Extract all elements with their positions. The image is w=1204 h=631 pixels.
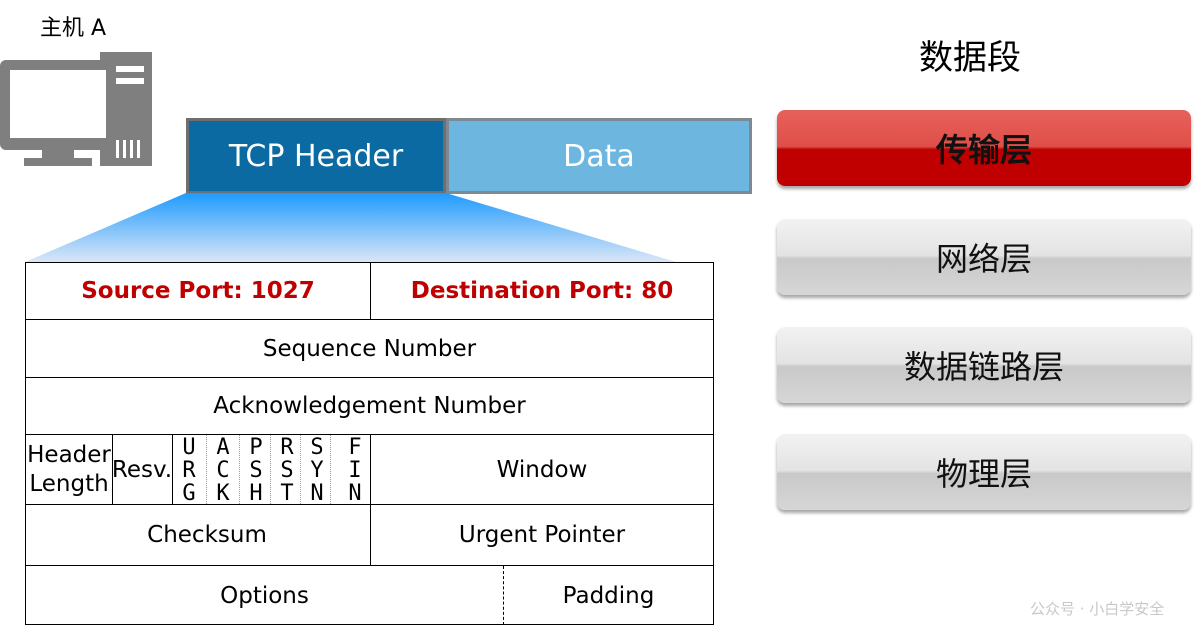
flag-letter: C — [216, 458, 230, 483]
flag-divider — [270, 435, 271, 504]
layer-data-link: 数据链路层 — [777, 327, 1191, 403]
destination-port: Destination Port: 80 — [410, 278, 674, 304]
options-row: Options Padding — [26, 566, 713, 625]
flag-letter: A — [216, 435, 230, 460]
flag-letter: H — [249, 481, 263, 504]
tcp-header-table: Source Port: 1027 Destination Port: 80 S… — [25, 262, 714, 625]
flag-letter: N — [310, 481, 324, 504]
flag-divider — [330, 435, 331, 504]
sequence-row: Sequence Number — [26, 320, 713, 378]
flag-letter: N — [348, 481, 362, 504]
flag-divider — [206, 435, 207, 504]
flag-letter: F — [348, 435, 362, 460]
tcp-header-label: TCP Header — [228, 138, 404, 174]
flag-letter: S — [280, 458, 294, 483]
checksum-field: Checksum — [147, 522, 267, 548]
layer-network: 网络层 — [777, 219, 1191, 295]
acknowledgement-number: Acknowledgement Number — [213, 393, 526, 419]
flag-letter: S — [249, 458, 263, 483]
flag-letter: I — [348, 458, 362, 483]
sequence-number: Sequence Number — [262, 335, 477, 362]
flag-divider — [300, 435, 301, 504]
checksum-row: Checksum Urgent Pointer — [26, 505, 713, 566]
computer-icon — [0, 52, 152, 166]
layer-physical: 物理层 — [777, 434, 1191, 510]
header-length: Header Length — [27, 441, 111, 497]
flag-letter: K — [216, 481, 230, 504]
source-port: Source Port: 1027 — [81, 278, 315, 304]
ports-row: Source Port: 1027 Destination Port: 80 — [26, 263, 713, 320]
acknowledgement-row: Acknowledgement Number — [26, 378, 713, 435]
data-block: Data — [446, 118, 752, 194]
padding-field: Padding — [562, 582, 655, 609]
options-field: Options — [220, 582, 309, 609]
watermark: 公众号 · 小白学安全 — [1030, 600, 1165, 618]
flag-letter: R — [182, 458, 196, 483]
reserved-field: Resv. — [111, 456, 173, 483]
header-expansion-callout — [25, 193, 676, 262]
data-label: Data — [563, 138, 635, 174]
flag-letter: S — [310, 435, 324, 460]
flag-letter: R — [280, 435, 294, 460]
window-field: Window — [496, 456, 588, 483]
flag-letter: U — [182, 435, 196, 460]
urgent-pointer-field: Urgent Pointer — [458, 522, 626, 548]
flag-divider — [239, 435, 240, 504]
flag-letter: T — [280, 481, 294, 504]
flag-letter: P — [249, 435, 263, 460]
host-label: 主机 A — [40, 16, 107, 41]
tcp-header-block: TCP Header — [186, 118, 446, 194]
flag-letter: G — [182, 481, 196, 504]
layer-transport: 传输层 — [777, 110, 1191, 186]
segment-title: 数据段 — [919, 38, 1021, 78]
flag-letter: Y — [310, 458, 324, 483]
